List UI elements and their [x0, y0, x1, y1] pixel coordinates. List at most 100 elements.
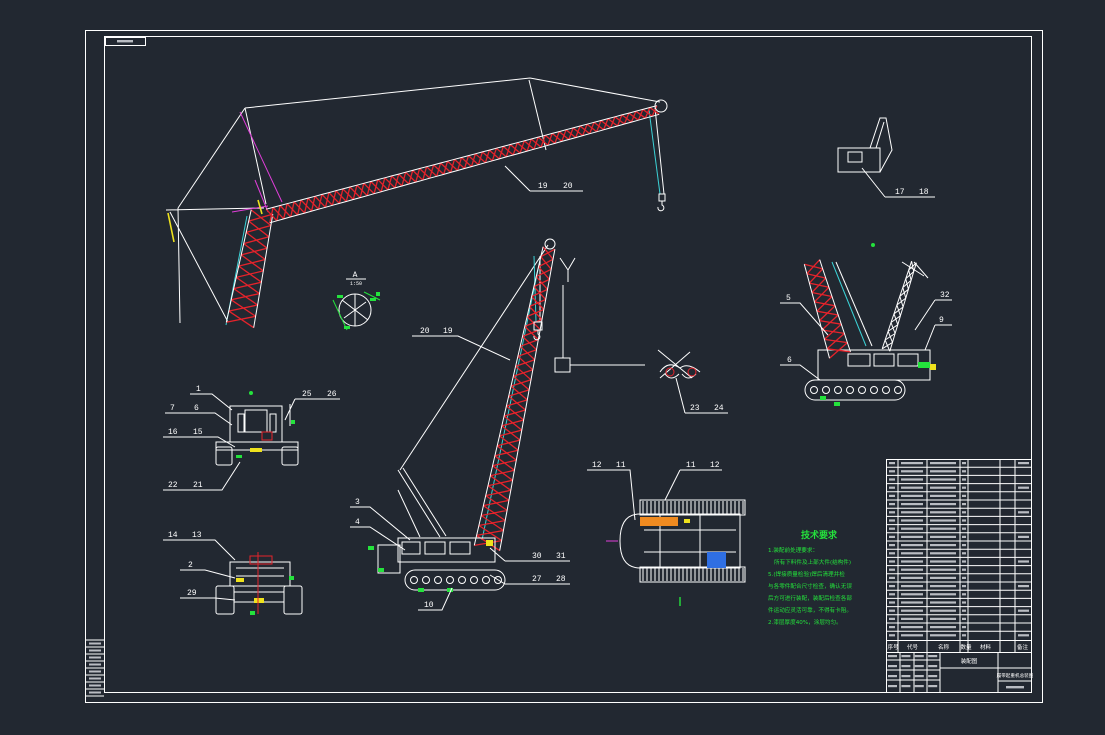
tech-note-line: 5.(焊接质量检验)焊后清理并检 — [768, 570, 845, 578]
lattice-diagonals — [881, 261, 917, 352]
parts-list-entry — [889, 617, 895, 620]
lattice-diagonals — [804, 259, 851, 359]
parts-list-entry — [962, 462, 966, 465]
parts-list-entry — [901, 486, 923, 489]
green-marker — [447, 588, 453, 592]
green-marker — [378, 568, 384, 572]
signature-entry — [888, 655, 897, 658]
mast-top — [901, 261, 929, 279]
lattice-chord — [253, 214, 274, 328]
pulley-sheave — [687, 367, 697, 377]
track-rollers — [410, 576, 502, 584]
boom-pendant — [835, 261, 873, 347]
part-number-label: 7 — [170, 404, 175, 413]
parts-list-entry — [930, 601, 956, 604]
yellow-marker — [486, 540, 493, 546]
parts-list-entry — [889, 511, 895, 514]
parts-list-entry — [901, 552, 923, 555]
parts-list-entry — [1018, 535, 1029, 538]
parts-list-entry — [1018, 634, 1029, 637]
side-panels — [237, 404, 291, 433]
part-number-label: 23 — [690, 404, 700, 413]
parts-list-entry — [889, 576, 895, 579]
parts-list-entry — [962, 511, 966, 514]
parts-list-entry — [930, 626, 956, 629]
leader-line — [163, 539, 236, 601]
main-boom-lattice — [225, 209, 274, 329]
parts-list-entry — [962, 535, 966, 538]
part-number-label: 27 — [532, 575, 542, 584]
part-number-label: 2 — [188, 561, 193, 570]
part-number-label: 12 — [710, 461, 720, 470]
boom-pendant — [397, 244, 549, 538]
parts-list-entry — [901, 535, 923, 538]
signature-entry — [901, 655, 911, 658]
signature-entry — [901, 685, 911, 688]
parts-list-frame — [886, 459, 1032, 693]
part-number-label: 19 — [538, 182, 548, 191]
green-marker — [820, 396, 826, 400]
part-number-label: 6 — [787, 356, 792, 365]
parts-list-entry — [901, 626, 923, 629]
revision-strip-table — [86, 639, 104, 697]
axis-symbol-detail — [554, 257, 645, 373]
lattice-chord — [473, 246, 544, 546]
drawing-code-text — [1006, 686, 1024, 689]
axis-origin-box — [554, 357, 571, 373]
weld-symbol — [344, 326, 350, 329]
signature-entries — [888, 655, 938, 688]
parts-list-entry — [901, 617, 923, 620]
parts-list-entry — [962, 560, 966, 563]
parts-list-entry — [889, 568, 895, 571]
cab-window — [244, 409, 268, 433]
weld-symbol — [376, 292, 380, 296]
parts-list-entry — [901, 601, 923, 604]
part-number-label: 4 — [355, 518, 360, 527]
parts-list-entry — [962, 585, 966, 588]
part-number-label: 18 — [919, 188, 929, 197]
green-marker — [291, 420, 295, 424]
parts-list-entry — [962, 486, 966, 489]
right-track — [281, 446, 299, 466]
signature-entry — [888, 665, 897, 668]
lattice-diagonals — [226, 209, 273, 329]
signature-entry — [928, 665, 938, 668]
leader-line — [350, 335, 570, 611]
backstay-marker — [167, 199, 263, 243]
outer-border — [85, 30, 1043, 703]
boom-pendant — [831, 261, 867, 347]
track-roller — [422, 576, 430, 584]
parts-list-entry — [930, 478, 956, 481]
yellow-marker — [930, 364, 936, 370]
track-roller — [482, 576, 490, 584]
part-number-label: 3 — [355, 498, 360, 507]
part-number-label: 13 — [192, 531, 202, 540]
drawing-frame — [85, 30, 1043, 703]
parts-list-entry — [901, 634, 923, 637]
leader-line — [587, 469, 722, 521]
parts-list-entry — [962, 609, 966, 612]
part-number-label: 28 — [556, 575, 566, 584]
parts-list-entry — [889, 601, 895, 604]
signature-entry — [888, 675, 897, 678]
parts-list-entry — [889, 462, 895, 465]
revision-strip-entry — [89, 670, 101, 673]
parts-list-entry — [889, 593, 895, 596]
lattice-chord — [499, 249, 556, 551]
parts-list-entry — [962, 568, 966, 571]
technical-requirements-note: 技术要求 1.装配前处理要求： 所有下料件及上部大件(结构件) 5.(焊接质量检… — [768, 529, 852, 626]
parts-list-entry — [930, 634, 956, 637]
part-number-label: 1 — [196, 385, 201, 394]
counterweight — [377, 544, 401, 574]
parts-list-entry — [962, 544, 966, 547]
red-bracket — [261, 431, 273, 441]
header-name: 名称 — [938, 643, 950, 651]
parts-list-entry — [901, 560, 923, 563]
part-number-label: 26 — [327, 390, 337, 399]
header-material: 材料 — [980, 643, 992, 651]
parts-list-entry — [901, 511, 923, 514]
parts-list-entry — [889, 560, 895, 563]
tech-note-line: 所有下料件及上部大件(结构件) — [774, 558, 851, 566]
parts-list-entry — [901, 527, 923, 530]
parts-list-entry — [962, 634, 966, 637]
